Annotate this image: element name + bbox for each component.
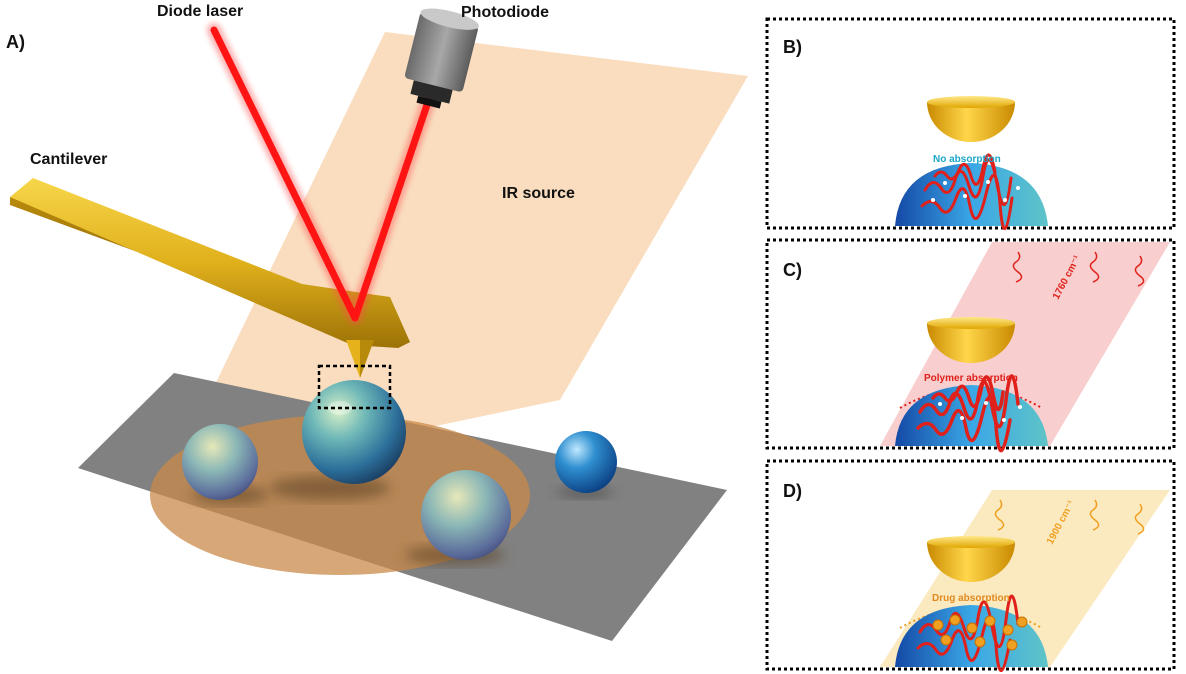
panel-c-frame bbox=[765, 238, 1176, 450]
polymer-chains bbox=[916, 374, 1020, 453]
sample-dome bbox=[895, 605, 1048, 667]
afm-tip-hemisphere bbox=[927, 96, 1015, 142]
panel-a: A) Diode laser Photodiode Cantilever IR … bbox=[6, 3, 748, 641]
laser-beam bbox=[207, 23, 437, 325]
afm-tip-hemisphere bbox=[927, 536, 1015, 582]
ir-source-plane bbox=[168, 32, 748, 482]
sample-sphere-blue bbox=[555, 431, 617, 493]
panel-c: 1760 cm⁻¹ C) Polymer absorption bbox=[765, 238, 1176, 453]
sample-sphere bbox=[182, 424, 258, 500]
afm-tip-hemisphere bbox=[927, 317, 1015, 363]
diode-laser-label: Diode laser bbox=[157, 3, 243, 20]
sample-sphere-large bbox=[302, 380, 406, 484]
drug-particles bbox=[932, 614, 1028, 651]
polymer-chains bbox=[916, 594, 1020, 672]
cantilever-label: Cantilever bbox=[30, 151, 107, 168]
panel-c-label: C) bbox=[783, 260, 802, 280]
panel-b: B) No absorption bbox=[765, 17, 1176, 230]
photodiode-label: Photodiode bbox=[461, 4, 549, 21]
expansion-arc bbox=[899, 387, 1043, 409]
zoom-box bbox=[317, 364, 392, 410]
cantilever-tip-shade bbox=[360, 340, 374, 378]
ir-wave-arrows bbox=[994, 499, 1145, 535]
drug-absorption-caption: Drug absorption bbox=[932, 593, 1010, 604]
dots bbox=[931, 180, 1020, 202]
panel-d-frame bbox=[765, 459, 1176, 671]
panel-d: 1900 cm⁻¹ D) Drug absorption bbox=[765, 459, 1176, 672]
cantilever-body bbox=[10, 178, 410, 348]
panel-a-label: A) bbox=[6, 32, 25, 52]
ir-wave-arrows bbox=[1012, 251, 1145, 287]
dots bbox=[938, 401, 1022, 422]
no-absorption-caption: No absorption bbox=[933, 154, 1001, 165]
photodiode bbox=[404, 8, 479, 109]
ir-source-label: IR source bbox=[502, 185, 575, 202]
panel-b-label: B) bbox=[783, 37, 802, 57]
polymer-chains bbox=[920, 153, 1014, 230]
polymer-absorption-caption: Polymer absorption bbox=[924, 373, 1018, 384]
panel-d-label: D) bbox=[783, 481, 802, 501]
panel-b-frame bbox=[765, 17, 1176, 230]
sample-sphere bbox=[421, 470, 511, 560]
